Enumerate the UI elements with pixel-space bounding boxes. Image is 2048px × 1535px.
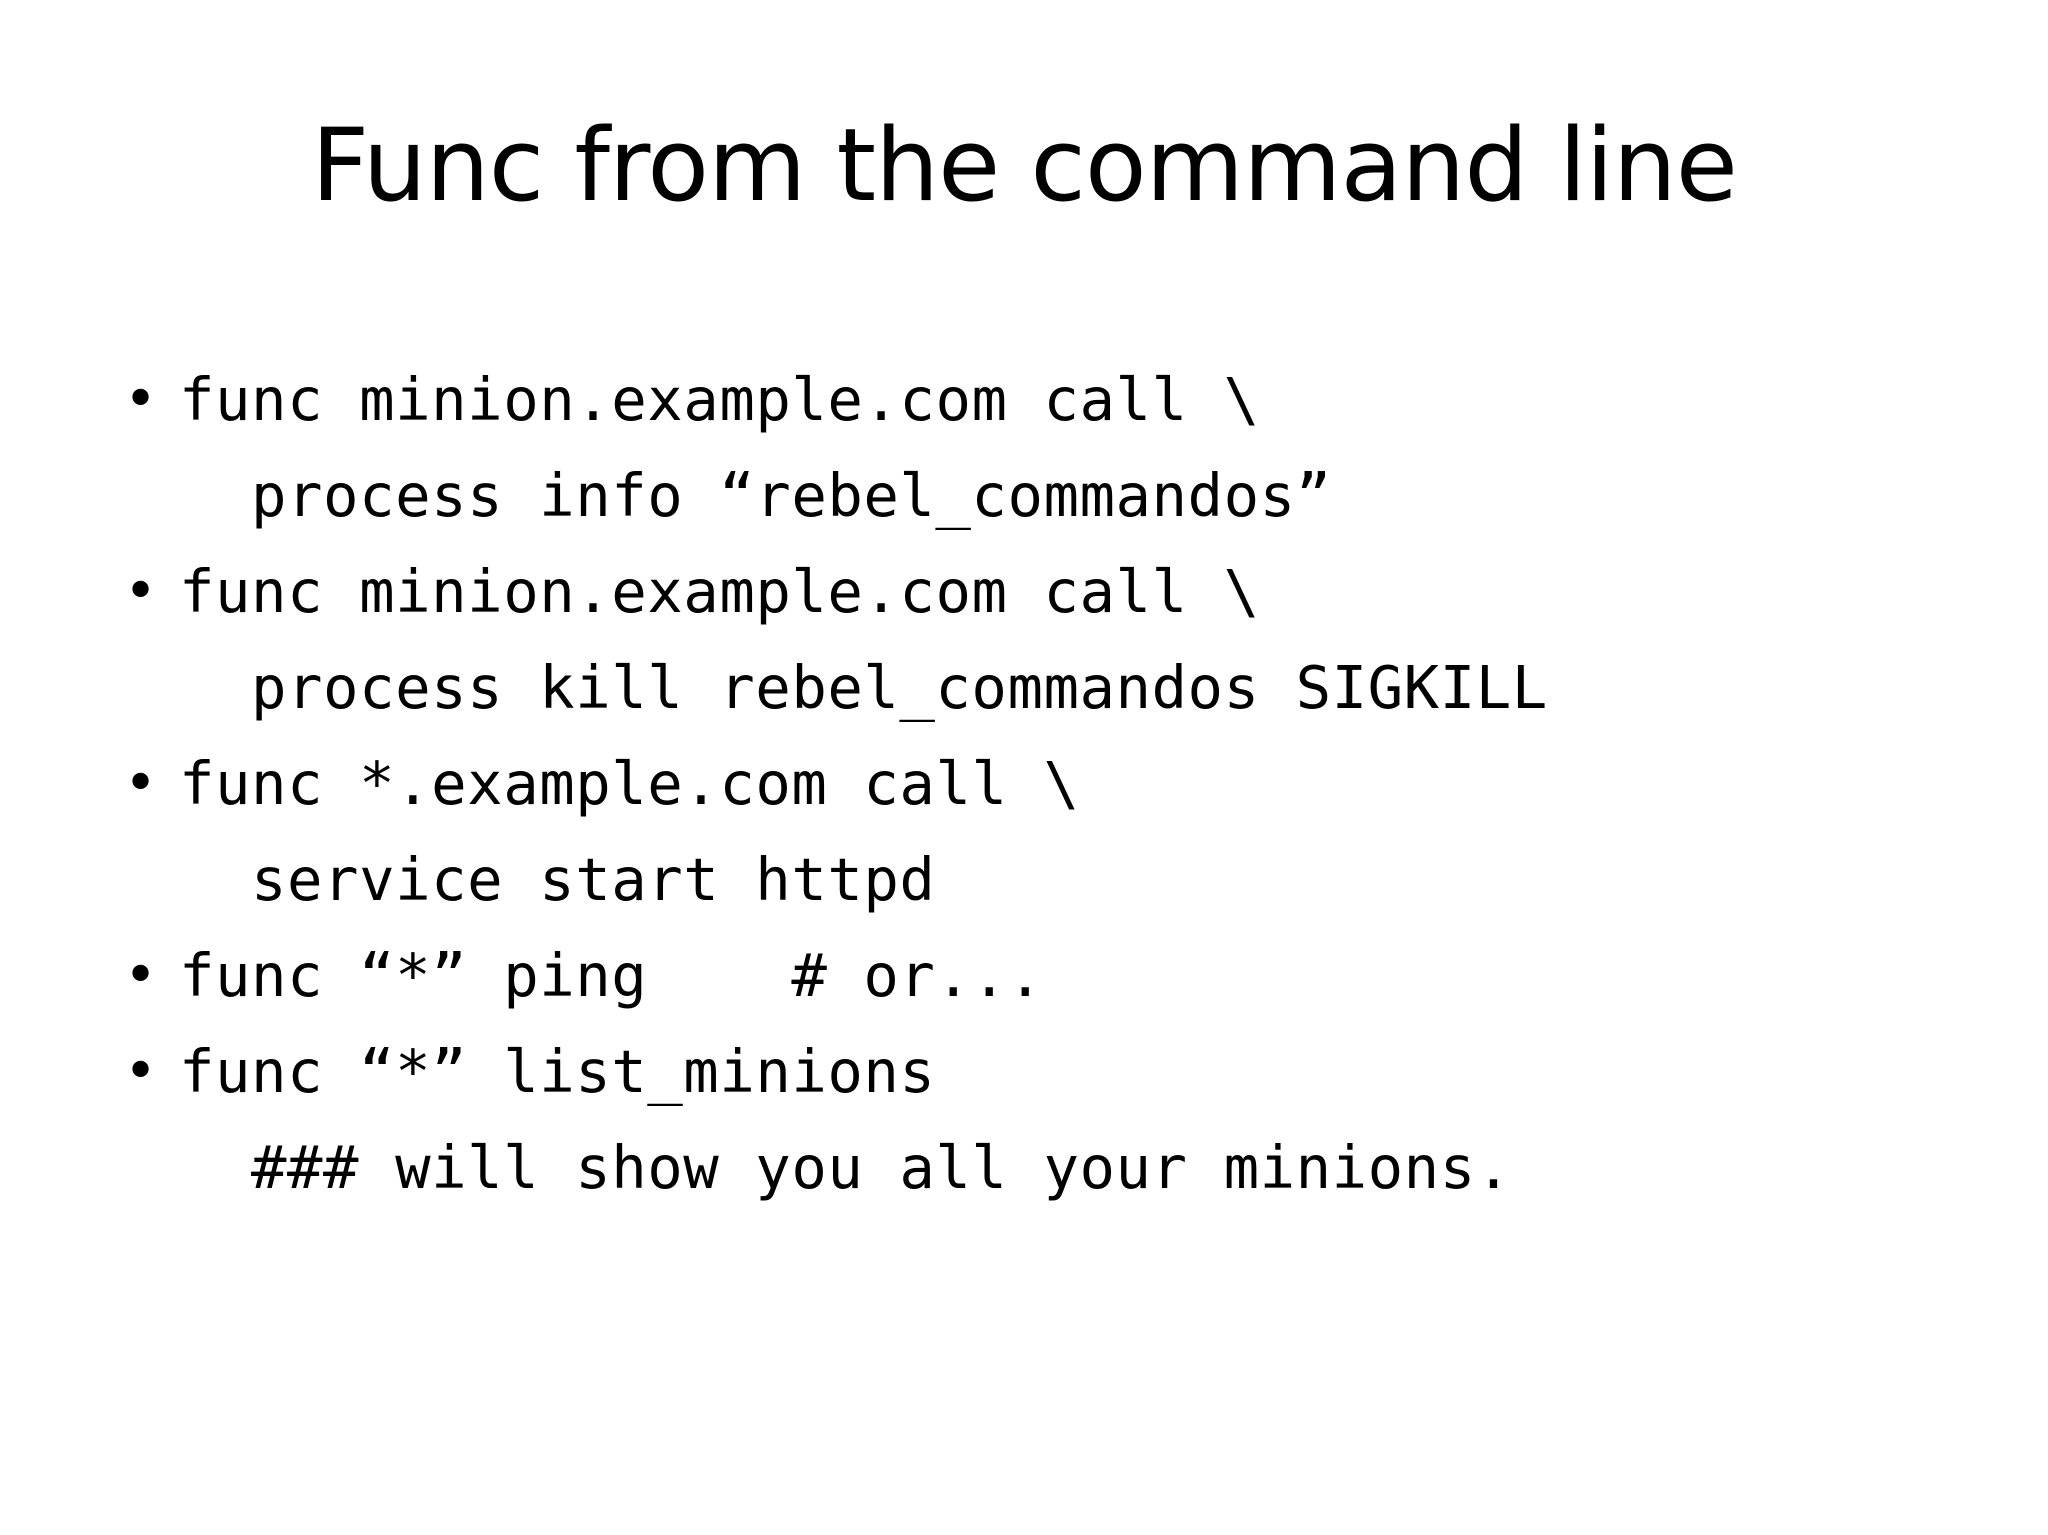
bullet-point-icon: • [124, 1039, 158, 1104]
code-line: func minion.example.com call \ [179, 365, 1260, 434]
page-title: Func from the command line [311, 106, 1738, 224]
code-line-continuation: service start httpd [251, 845, 936, 914]
bullet-list: • func minion.example.com call \ process… [116, 352, 1996, 1216]
bullet-point-icon: • [124, 943, 158, 1008]
list-item: • func “*” list_minions ### will show yo… [116, 1024, 1996, 1216]
list-item: • func “*” ping # or... [116, 928, 1996, 1024]
code-line-continuation: ### will show you all your minions. [251, 1133, 1512, 1202]
code-line: func minion.example.com call \ [179, 557, 1260, 626]
code-line-continuation: process info “rebel_commandos” [251, 461, 1332, 530]
code-line: func *.example.com call \ [179, 749, 1080, 818]
bullet-point-icon: • [124, 367, 158, 432]
list-item: • func *.example.com call \ service star… [116, 736, 1996, 928]
code-line-continuation: process kill rebel_commandos SIGKILL [251, 653, 1548, 722]
list-item: • func minion.example.com call \ process… [116, 352, 1996, 544]
bullet-point-icon: • [124, 559, 158, 624]
code-line: func “*” ping # or... [179, 941, 1044, 1010]
code-line: func “*” list_minions [179, 1037, 936, 1106]
bullet-point-icon: • [124, 751, 158, 816]
list-item: • func minion.example.com call \ process… [116, 544, 1996, 736]
